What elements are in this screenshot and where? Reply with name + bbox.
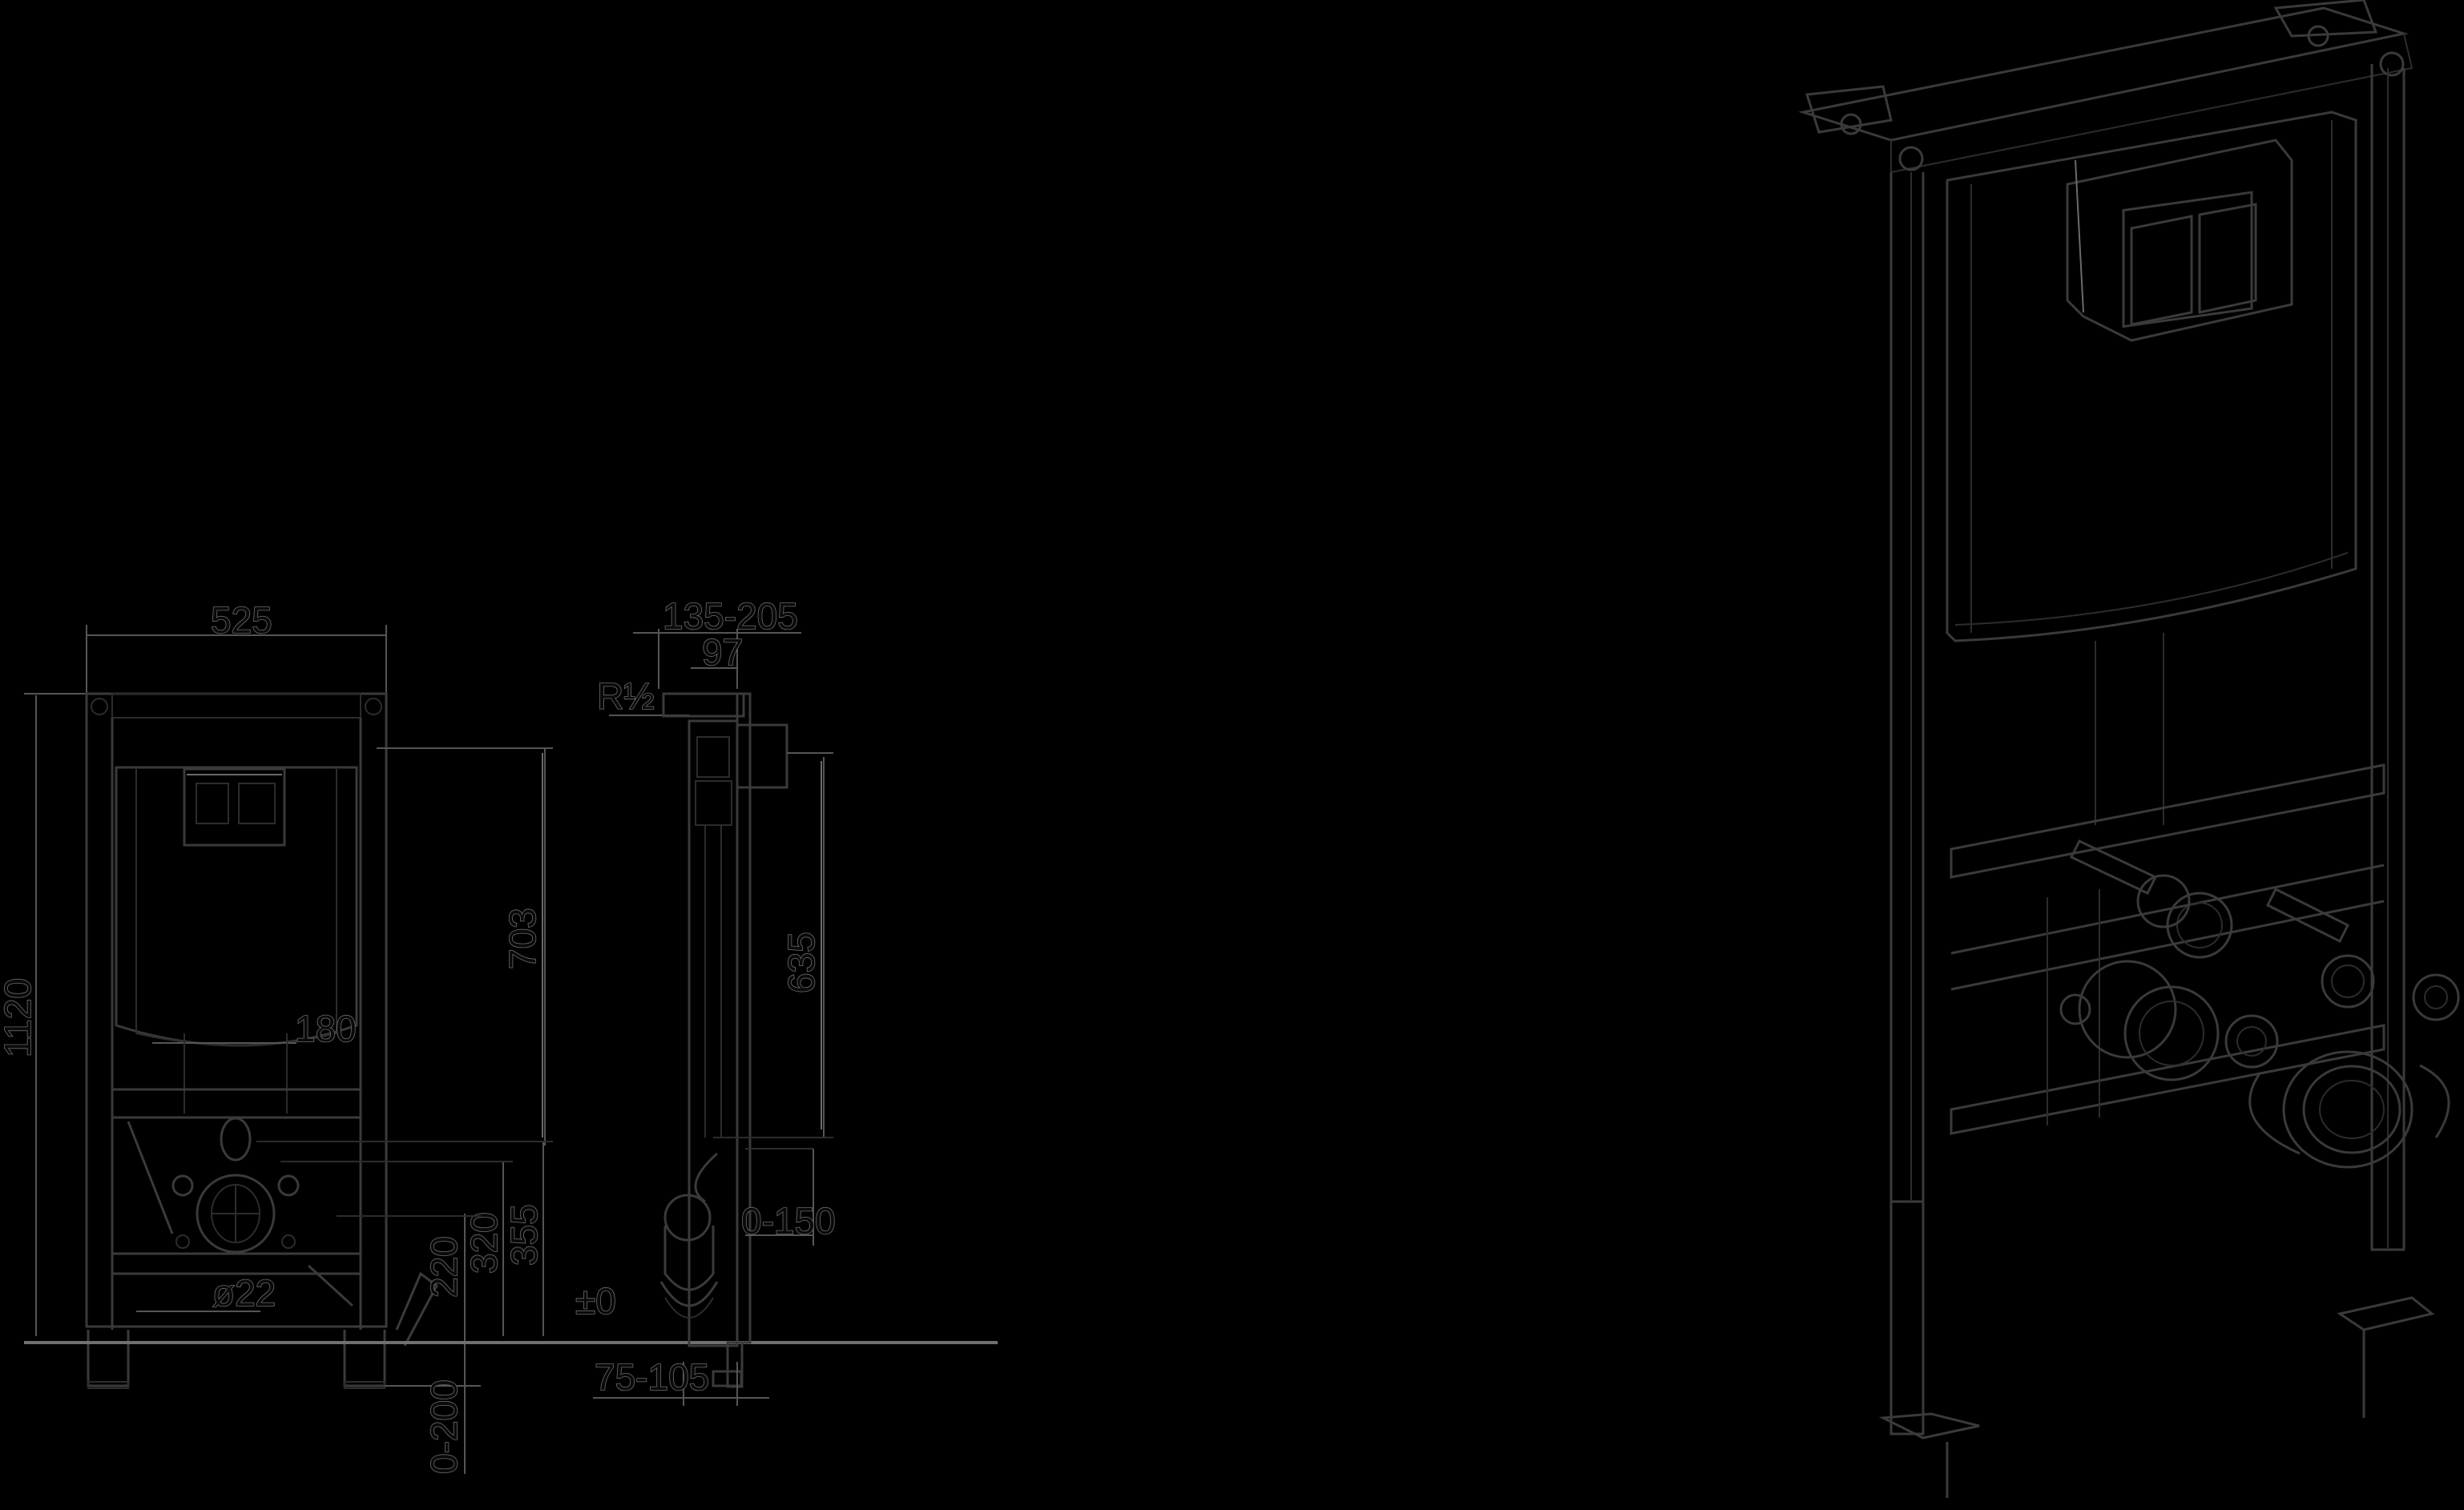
dim-width-label: 525: [211, 599, 272, 641]
dim-fixing-height-label: 320: [463, 1212, 505, 1274]
dim-foot-depth-label: 75-105: [595, 1356, 709, 1398]
dim-waste-height-label: 355: [503, 1204, 545, 1266]
dim-pipe-diameter-label: ø22: [212, 1272, 276, 1314]
floor-level-label: ±0: [575, 1280, 616, 1322]
dim-bolt-spacing-label: 180: [295, 1008, 357, 1049]
dim-flush-height-label: 703: [502, 908, 543, 969]
side-view: 135-205 97 R½ 635 0-150 ±0: [575, 594, 836, 1406]
dim-leg-adjust-label: 0-200: [423, 1379, 465, 1474]
thread-label: R½: [597, 675, 655, 717]
dim-drain-height-label: 220: [423, 1236, 465, 1298]
isometric-view: [1798, 0, 2460, 1498]
dim-depth-label: 135-205: [663, 595, 798, 637]
dim-inlet-offset-label: 97: [702, 631, 743, 673]
front-view: 525 1120 703 180: [0, 598, 553, 1475]
dim-bracket-adjust-label: 0-150: [741, 1200, 836, 1242]
dim-actuator-height-label: 635: [780, 932, 822, 993]
dim-height-label: 1120: [0, 978, 38, 1057]
